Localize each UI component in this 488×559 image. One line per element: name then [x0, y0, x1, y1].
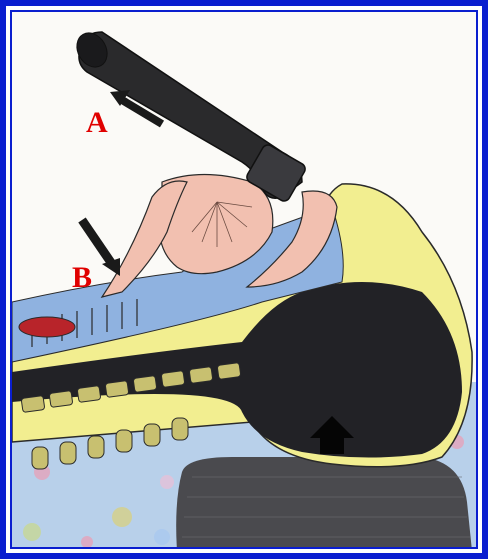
label-a: A — [86, 106, 108, 140]
support-cushion — [176, 457, 472, 549]
thyroid-tissue — [19, 317, 75, 337]
illustration-panel: A B — [10, 10, 478, 549]
label-b: B — [72, 261, 92, 295]
